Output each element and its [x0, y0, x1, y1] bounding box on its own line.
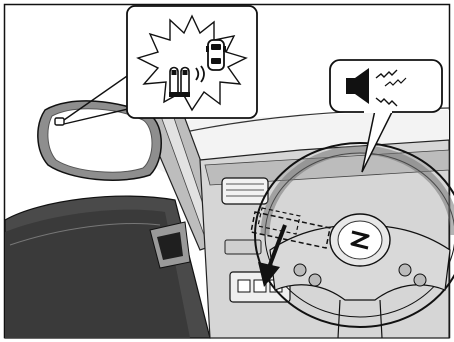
air-vent: [222, 178, 268, 204]
mirror-indicator-lamp-icon: [55, 118, 64, 125]
approaching-car-icon: [206, 40, 226, 70]
door-panel: [5, 196, 210, 338]
